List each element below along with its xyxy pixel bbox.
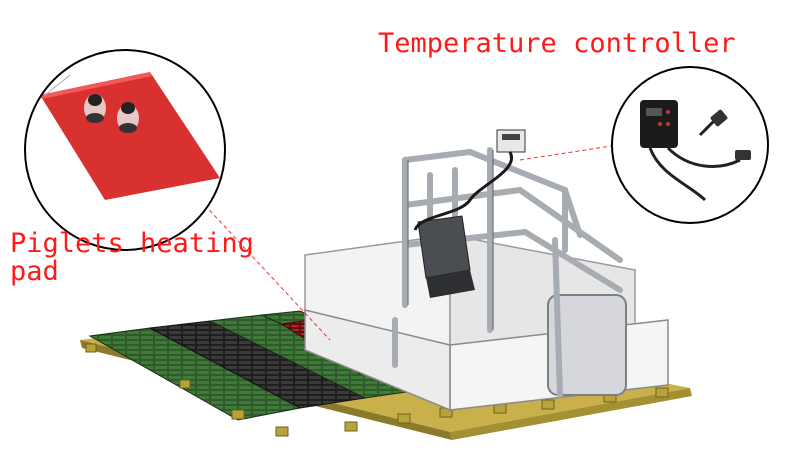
crate-frame xyxy=(392,147,623,398)
temperature-controller-detail xyxy=(611,66,769,224)
controller-box-on-crate xyxy=(496,129,526,153)
support-feet xyxy=(85,343,669,437)
temperature-controller-label: Temperature controller xyxy=(378,28,736,59)
piglet-icon xyxy=(117,102,139,133)
heating-pad-label-line2: pad xyxy=(10,256,59,287)
feeder-trough xyxy=(417,215,475,298)
leader-lines xyxy=(199,144,619,341)
heating-pad-detail xyxy=(24,49,226,251)
piglet-icon xyxy=(84,94,106,123)
heating-cable xyxy=(413,151,514,231)
heating-pad-label-line1: Piglets heating xyxy=(10,228,254,259)
